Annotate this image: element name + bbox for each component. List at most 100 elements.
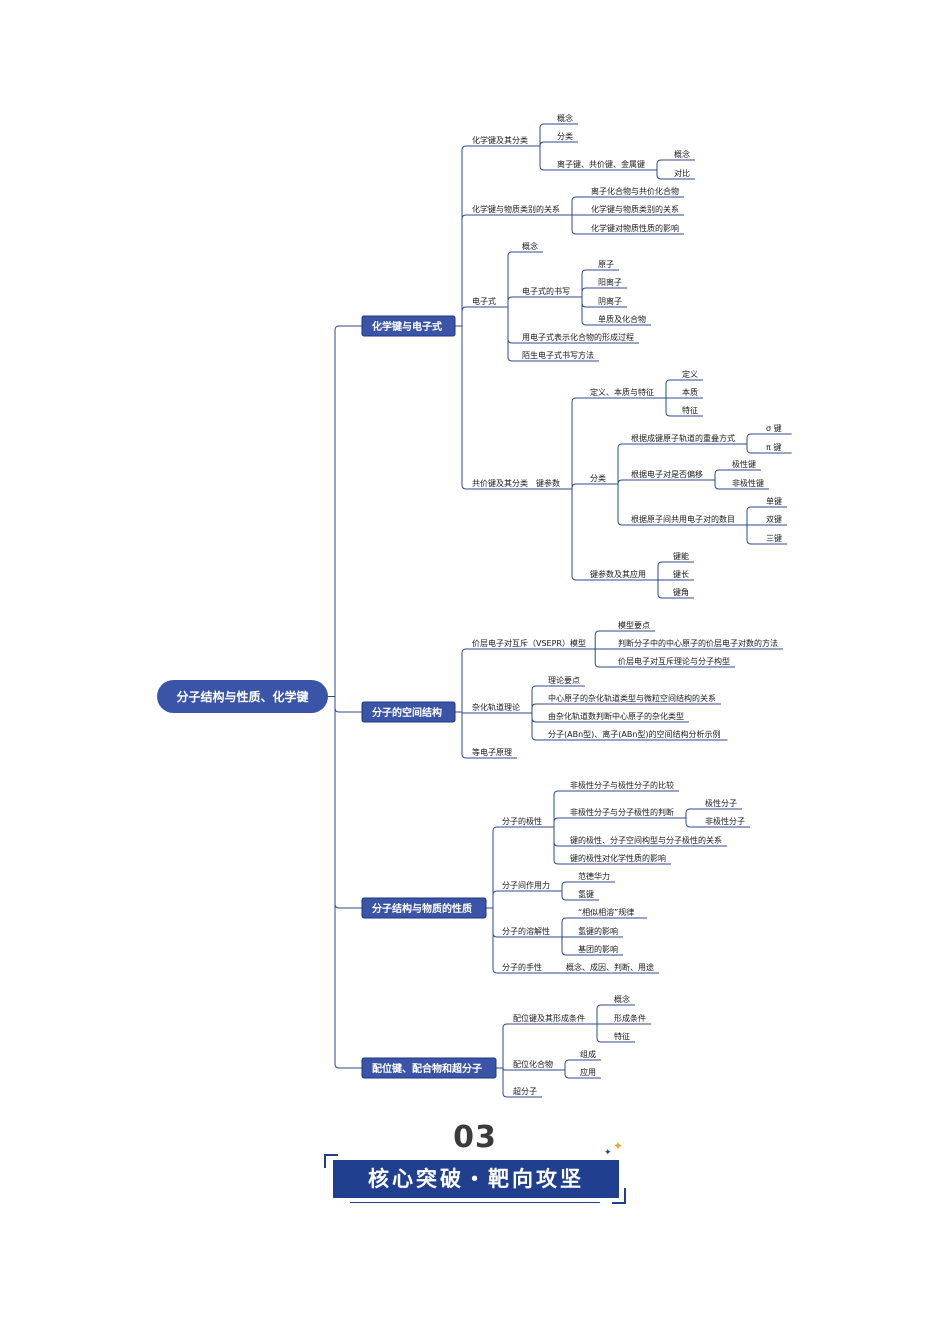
connector xyxy=(533,145,552,171)
connector xyxy=(588,630,613,650)
connector xyxy=(501,296,517,308)
connector xyxy=(455,214,467,327)
node-label: 共价键及其分类 键参数 xyxy=(472,478,560,488)
connector xyxy=(501,251,517,308)
connector xyxy=(708,479,727,490)
connector xyxy=(455,648,467,713)
branch-node: 分子的空间结构 xyxy=(361,701,456,723)
connector xyxy=(590,1004,609,1025)
connector xyxy=(547,790,565,828)
connector xyxy=(555,881,573,892)
node-label: 定义、本质与特征 xyxy=(590,387,654,397)
branch-label: 化学键与电子式 xyxy=(372,320,442,333)
section-footer: 03 ✦ ✦ 核心突破・靶向攻坚 xyxy=(0,1118,950,1218)
section-number: 03 xyxy=(453,1120,497,1155)
connector xyxy=(679,808,700,819)
connector xyxy=(501,306,517,362)
node-label: 化学键与物质类别的关系 xyxy=(472,204,560,214)
connector xyxy=(575,269,593,298)
node-label: 特征 xyxy=(682,405,698,415)
node-label: 键长 xyxy=(673,569,689,579)
node-label: 化学键与物质类别的关系 xyxy=(591,204,679,214)
connector xyxy=(328,696,362,1069)
connector xyxy=(496,1023,508,1069)
connector xyxy=(455,306,467,327)
connector xyxy=(740,433,761,445)
node-label: 分子的溶解性 xyxy=(502,926,550,936)
node-label: 键的极性、分子空间构型与分子极性的关系 xyxy=(570,835,722,845)
node-label: 等电子原理 xyxy=(472,747,512,757)
connector xyxy=(575,296,593,308)
connector xyxy=(611,483,626,526)
connector xyxy=(486,907,498,938)
connector xyxy=(547,826,565,847)
node-layer: 分子结构与性质、化学键化学键与电子式化学键及其分类概念分类离子键、共价键、金属键… xyxy=(157,113,792,1098)
node-label: 本质 xyxy=(682,387,698,397)
node-label: 阴离子 xyxy=(598,296,622,306)
banner-bracket-right xyxy=(612,1188,626,1204)
connector xyxy=(328,696,362,713)
node-label: 键能 xyxy=(673,551,689,561)
node-label: 模型要点 xyxy=(618,620,650,630)
node-label: 离子化合物与共价化合物 xyxy=(591,186,679,196)
node-label: 键参数及其应用 xyxy=(590,569,646,579)
node-label: 价层电子对互斥理论与分子构型 xyxy=(618,656,730,666)
sparkle-accent-icon: ✦ xyxy=(613,1139,624,1153)
node-label: 键角 xyxy=(673,587,689,597)
node-label: 电子式 xyxy=(472,296,496,306)
node-label: “相似相溶”规律 xyxy=(578,907,634,917)
connector xyxy=(708,469,727,481)
node-label: 由杂化轨道数判断中心原子的杂化类型 xyxy=(548,711,684,721)
node-label: 概念 xyxy=(674,149,690,159)
node-label: 配位键及其形成条件 xyxy=(513,1013,585,1023)
node-label: 应用 xyxy=(580,1067,596,1077)
connector xyxy=(455,711,467,759)
connector xyxy=(455,145,467,327)
mind-map: 分子结构与性质、化学键化学键与电子式化学键及其分类概念分类离子键、共价键、金属键… xyxy=(157,113,792,1098)
connector xyxy=(659,379,677,399)
node-label: 基团的影响 xyxy=(578,944,618,954)
connector xyxy=(533,123,552,147)
connector xyxy=(547,817,565,828)
node-label: 非极性键 xyxy=(732,478,764,488)
branch-node: 化学键与电子式 xyxy=(361,315,456,337)
node-label: σ 键 xyxy=(766,423,782,433)
node-label: 组成 xyxy=(580,1049,596,1059)
node-label: 判断分子中的中心原子的价层电子对数的方法 xyxy=(618,638,778,648)
node-label: 概念 xyxy=(557,113,573,123)
branch-node: 分子结构与物质的性质 xyxy=(361,897,487,919)
connector xyxy=(565,196,586,216)
root-node: 分子结构与性质、化学键 xyxy=(157,680,328,713)
connector xyxy=(501,306,517,344)
node-label: 陌生电子式书写方法 xyxy=(522,350,594,360)
node-label: 根据成键原子轨道的重叠方式 xyxy=(631,433,735,443)
node-label: 分子(ABn型)、离子(ABn型)的空间结构分析示例 xyxy=(548,729,721,739)
node-label: 电子式的书写 xyxy=(522,286,570,296)
connector xyxy=(328,696,362,909)
banner-underline xyxy=(350,1202,600,1203)
node-label: 非极性分子与分子极性的判断 xyxy=(570,807,674,817)
node-label: 概念、成因、判断、用途 xyxy=(566,962,654,972)
sparkle-icon: ✦ xyxy=(604,1148,612,1158)
node-label: 根据原子间共用电子对的数目 xyxy=(631,514,735,524)
connector xyxy=(455,325,467,490)
node-label: 分子的极性 xyxy=(502,816,542,826)
node-label: 氢键的影响 xyxy=(578,926,618,936)
node-label: 价层电子对互斥（VSEPR）模型 xyxy=(472,638,586,648)
connector xyxy=(650,169,669,180)
connector xyxy=(555,890,573,901)
connector xyxy=(588,648,613,668)
node-label: 阳离子 xyxy=(598,277,622,287)
node-label: 特征 xyxy=(614,1031,630,1041)
node-label: 双键 xyxy=(766,514,782,524)
connector xyxy=(651,579,668,599)
connector xyxy=(565,483,585,490)
connector-lines xyxy=(328,123,761,1098)
node-label: 非极性分子 xyxy=(705,816,745,826)
connector xyxy=(496,1067,508,1098)
connector xyxy=(555,917,573,938)
node-label: 对比 xyxy=(674,168,690,178)
node-label: 化学键及其分类 xyxy=(472,135,528,145)
connector xyxy=(533,141,552,147)
node-label: 氢键 xyxy=(578,889,594,899)
